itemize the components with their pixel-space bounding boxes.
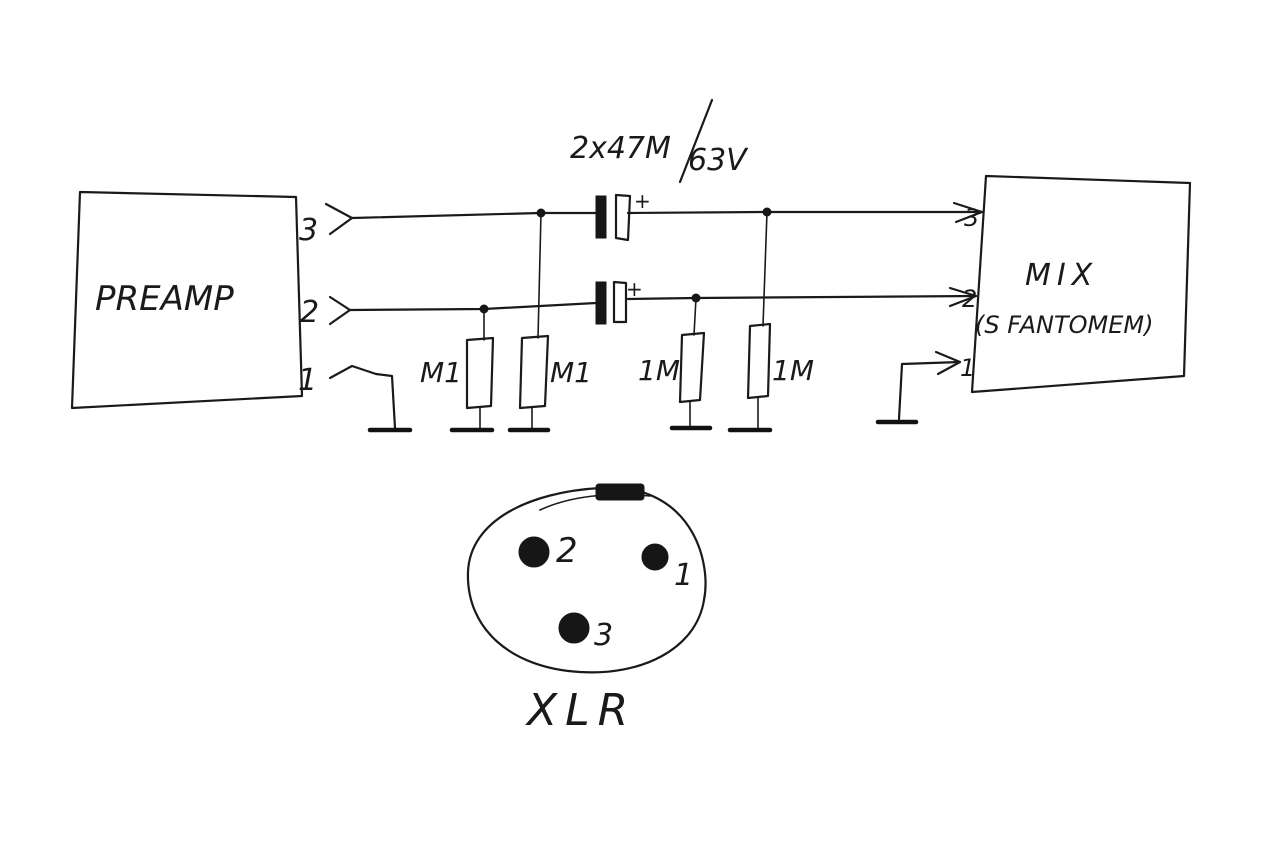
- mix-note: (S FANTOMEM): [975, 311, 1154, 339]
- capacitor-label: 2x47M 63V: [570, 98, 749, 184]
- preamp-block: PREAMP: [70, 190, 304, 410]
- resistor-m1-right: M1: [507, 212, 592, 433]
- preamp-pin-3: 3: [299, 213, 318, 248]
- mix-pin-3: 3: [964, 204, 979, 232]
- preamp-pin-1: 1: [298, 363, 317, 398]
- preamp-pin-2: 2: [300, 295, 319, 330]
- resistor-1m-right-label: 1M: [772, 354, 814, 387]
- preamp-connectors: 3 2 1: [298, 202, 378, 398]
- resistor-1m-left: 1M: [638, 297, 713, 431]
- mix-pin-2: 2: [962, 285, 977, 313]
- xlr-pin-3-label: 3: [594, 618, 613, 653]
- xlr-pin-1-label: 1: [674, 558, 693, 593]
- xlr-connector: 2 1 3 XLR: [466, 483, 707, 736]
- resistor-1m-left-label: 1M: [638, 354, 680, 387]
- preamp-label: PREAMP: [95, 279, 234, 319]
- mix-block: MIX (S FANTOMEM): [970, 174, 1192, 394]
- preamp-ground: [367, 372, 413, 433]
- wire-pin-3: 3: [350, 201, 984, 232]
- xlr-key-notch: [595, 483, 645, 501]
- xlr-pin-1-hole: [641, 543, 669, 571]
- mix-pin-1: 1: [960, 354, 975, 382]
- capacitor-top: +: [595, 189, 651, 242]
- resistor-m1-left-label: M1: [420, 356, 462, 389]
- resistor-m1-left: M1: [420, 308, 495, 433]
- xlr-pin-2-hole: [518, 536, 550, 568]
- xlr-pin-3-hole: [558, 612, 590, 644]
- capacitor-bottom: +: [595, 277, 643, 325]
- xlr-label: XLR: [525, 685, 636, 736]
- mix-label: MIX: [1025, 258, 1098, 293]
- resistor-m1-right-label: M1: [550, 356, 592, 389]
- capacitor-value: 2x47M: [570, 131, 671, 166]
- xlr-pin-2-label: 2: [556, 531, 578, 571]
- capacitor-bottom-plus: +: [626, 277, 643, 301]
- resistor-1m-right: 1M: [727, 211, 814, 433]
- capacitor-top-plus: +: [634, 189, 651, 213]
- mix-ground: 1: [875, 350, 975, 425]
- wire-pin-2: 2: [348, 285, 977, 313]
- capacitor-voltage: 63V: [688, 143, 749, 178]
